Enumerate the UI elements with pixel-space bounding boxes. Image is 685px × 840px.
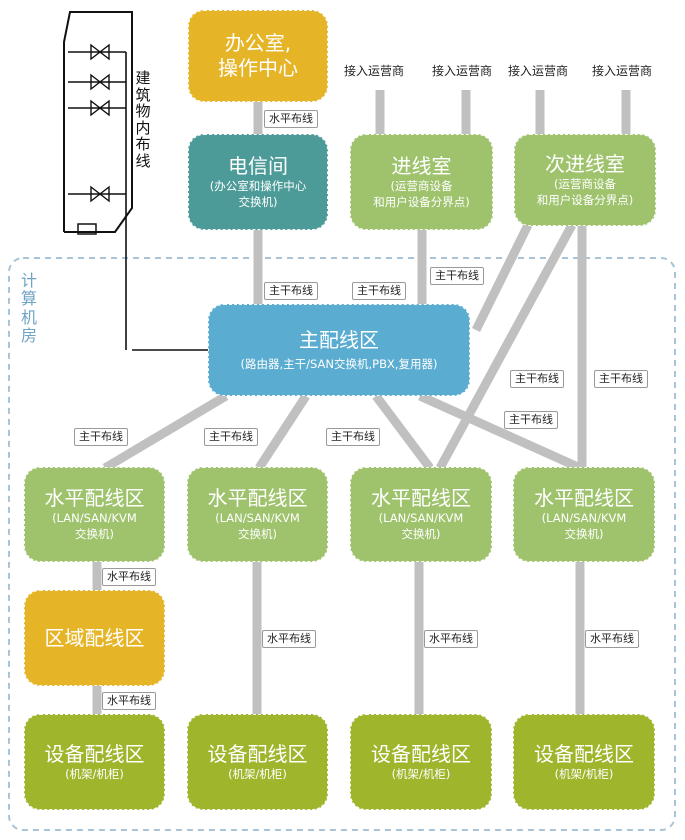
eda-sub: (机架/机柜) (65, 766, 124, 781)
main-distribution-box[interactable]: 主配线区 (路由器,主干/SAN交换机,PBX,复用器) (208, 304, 470, 396)
hda-sub1: (LAN/SAN/KVM (52, 511, 137, 526)
backbone-cabling-tag: 主干布线 (326, 428, 380, 446)
hda-title: 水平配线区 (534, 486, 634, 511)
zone-distribution-box[interactable]: 区域配线区 (24, 590, 165, 686)
label-char: 算 (20, 289, 37, 309)
office-title-line2: 操作中心 (218, 56, 298, 80)
label-char: 线 (135, 151, 151, 170)
connector-icon (90, 99, 110, 117)
eda-title: 设备配线区 (534, 741, 634, 766)
entrance-room-box[interactable]: 进线室 (运营商设备 和用户设备分界点) (350, 134, 493, 230)
entrance-sub1: (运营商设备 (390, 178, 453, 193)
carrier-label: 接入运营商 (508, 64, 569, 78)
telecom-title: 电信间 (228, 153, 288, 178)
entrance-sub2: 和用户设备分界点) (373, 194, 470, 209)
connector-icon (90, 73, 110, 91)
eda-title: 设备配线区 (44, 741, 145, 766)
secondary-entrance-sub2: 和用户设备分界点) (536, 192, 634, 207)
secondary-entrance-room-box[interactable]: 次进线室 (运营商设备 和用户设备分界点) (514, 134, 656, 226)
backbone-cabling-tag: 主干布线 (510, 370, 564, 388)
label-char: 机 (20, 307, 37, 327)
building-door (77, 223, 97, 235)
horizontal-cabling-tag: 水平布线 (424, 630, 478, 648)
zone-distribution-title: 区域配线区 (44, 625, 145, 650)
equipment-distribution-box[interactable]: 设备配线区 (机架/机柜) (187, 714, 328, 810)
telecom-room-box[interactable]: 电信间 (办公室和操作中心 交换机) (188, 134, 328, 230)
backbone-cabling-tag: 主干布线 (352, 282, 406, 300)
eda-title: 设备配线区 (371, 741, 471, 766)
horizontal-distribution-box[interactable]: 水平配线区 (LAN/SAN/KVM 交换机) (187, 467, 328, 562)
backbone-cabling-tag: 主干布线 (264, 282, 318, 300)
eda-title: 设备配线区 (207, 741, 308, 766)
equipment-distribution-box[interactable]: 设备配线区 (机架/机柜) (513, 714, 655, 810)
hda-title: 水平配线区 (44, 486, 145, 511)
horizontal-distribution-box[interactable]: 水平配线区 (LAN/SAN/KVM 交换机) (350, 467, 492, 562)
carrier-label: 接入运营商 (344, 64, 405, 78)
label-char: 物 (135, 102, 151, 120)
hda-sub2: 交换机) (401, 527, 441, 541)
building-outline (63, 11, 133, 233)
cable-connectors (92, 90, 631, 714)
backbone-cabling-tag: 主干布线 (204, 428, 258, 446)
eda-sub: (机架/机柜) (554, 766, 614, 781)
connector-icon (90, 185, 110, 203)
office-box[interactable]: 办公室, 操作中心 (188, 10, 328, 102)
label-char: 内 (135, 118, 151, 137)
entrance-title: 进线室 (391, 153, 452, 178)
carrier-label: 接入运营商 (432, 64, 493, 78)
hda-sub1: (LAN/SAN/KVM (378, 511, 464, 526)
equipment-distribution-box[interactable]: 设备配线区 (机架/机柜) (350, 714, 492, 810)
horizontal-cabling-tag: 水平布线 (585, 630, 639, 648)
horizontal-cabling-tag: 水平布线 (102, 568, 156, 586)
main-distribution-title: 主配线区 (299, 327, 379, 352)
label-char: 房 (20, 326, 37, 346)
hda-sub1: (LAN/SAN/KVM (215, 511, 300, 526)
telecom-sub2: 交换机) (238, 194, 278, 209)
equipment-distribution-box[interactable]: 设备配线区 (机架/机柜) (24, 714, 165, 810)
eda-sub: (机架/机柜) (391, 766, 451, 781)
horizontal-cabling-tag: 水平布线 (262, 630, 316, 648)
secondary-entrance-title: 次进线室 (545, 151, 625, 176)
telecom-sub1: (办公室和操作中心 (209, 178, 307, 193)
main-distribution-sub: (路由器,主干/SAN交换机,PBX,复用器) (240, 356, 438, 371)
hda-sub2: 交换机) (238, 527, 277, 541)
label-char: 筑 (135, 85, 151, 104)
hda-sub2: 交换机) (75, 527, 114, 541)
label-char: 布 (135, 135, 151, 153)
hda-title: 水平配线区 (207, 486, 308, 511)
backbone-cabling-tag: 主干布线 (430, 267, 484, 285)
horizontal-cabling-tag: 水平布线 (264, 110, 318, 128)
connector-icons (90, 43, 110, 203)
hda-sub2: 交换机) (564, 527, 604, 541)
hda-title: 水平配线区 (371, 486, 471, 511)
carrier-label: 接入运营商 (592, 64, 653, 78)
eda-sub: (机架/机柜) (228, 766, 287, 781)
computer-room-boundary (8, 257, 676, 831)
connector-icon (90, 43, 110, 61)
backbone-cabling-tag: 主干布线 (74, 428, 128, 446)
label-char: 建 (135, 69, 151, 87)
backbone-cabling-tag: 主干布线 (594, 370, 648, 388)
computer-room-label: 计 算 机 房 (20, 271, 38, 346)
horizontal-distribution-box[interactable]: 水平配线区 (LAN/SAN/KVM 交换机) (24, 467, 165, 562)
office-title-line1: 办公室, (224, 31, 292, 55)
backbone-cabling-tag: 主干布线 (504, 411, 558, 429)
horizontal-distribution-box[interactable]: 水平配线区 (LAN/SAN/KVM 交换机) (513, 467, 655, 562)
label-char: 计 (20, 271, 37, 290)
hda-sub1: (LAN/SAN/KVM (541, 511, 627, 526)
building-cabling-wires (68, 51, 208, 351)
building-cabling-label: 建 筑 物 内 布 线 (135, 70, 151, 169)
secondary-entrance-sub1: (运营商设备 (554, 176, 616, 191)
horizontal-cabling-tag: 水平布线 (102, 692, 156, 710)
